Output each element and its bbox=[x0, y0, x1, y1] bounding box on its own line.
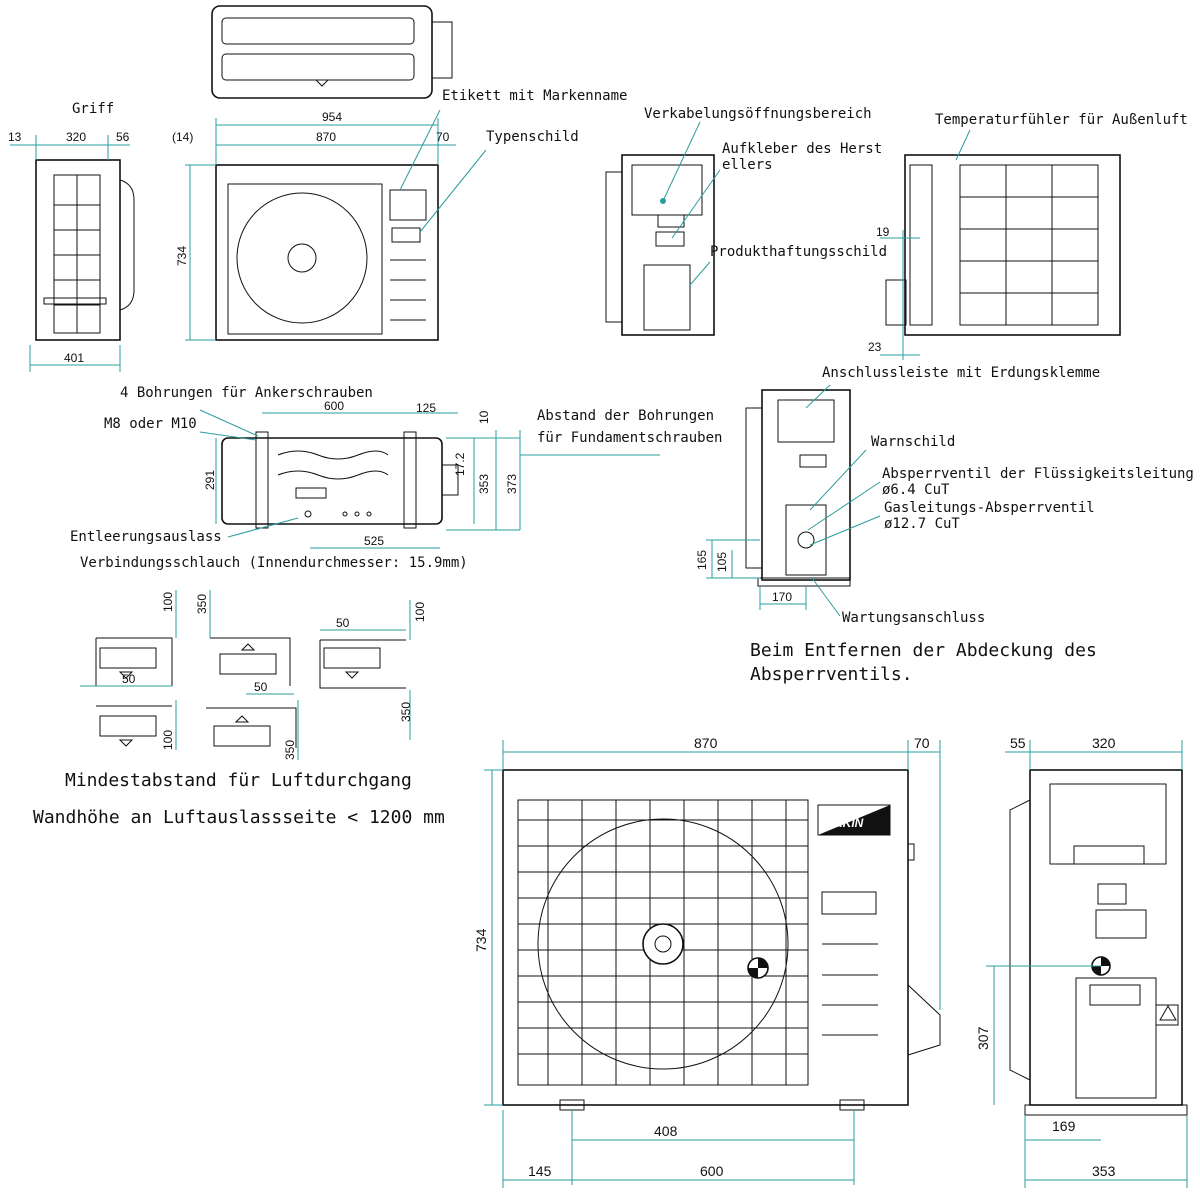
label-entleerung: Entleerungsauslass bbox=[70, 529, 222, 545]
label-schlauch: Verbindungsschlauch (Innendurchmesser: 1… bbox=[80, 555, 468, 571]
front-small-dimensions bbox=[185, 118, 456, 341]
label-mindest: Mindestabstand für Luftdurchgang bbox=[65, 770, 412, 791]
dim-14: (14) bbox=[172, 130, 193, 144]
label-wandhoehe: Wandhöhe an Luftauslassseite < 1200 mm bbox=[33, 807, 445, 828]
label-warnschild: Warnschild bbox=[871, 434, 955, 450]
label-abstand-2: für Fundamentschrauben bbox=[537, 430, 722, 446]
dim-408: 408 bbox=[654, 1123, 678, 1139]
dim-23: 23 bbox=[868, 340, 882, 354]
front-view-small bbox=[215, 164, 439, 341]
dim-56: 56 bbox=[116, 130, 130, 144]
clear-350-c: 350 bbox=[283, 740, 297, 760]
dim-320-left: 320 bbox=[66, 130, 86, 144]
clear-100-a: 100 bbox=[161, 592, 175, 612]
label-phi64: ø6.4 CuT bbox=[882, 482, 950, 498]
label-griff: Griff bbox=[72, 101, 114, 117]
label-typenschild: Typenschild bbox=[486, 129, 579, 145]
dim-70-small: 70 bbox=[436, 130, 450, 144]
label-beim-2: Absperrventils. bbox=[750, 664, 913, 685]
fan-grille bbox=[518, 800, 808, 1085]
dim-525: 525 bbox=[364, 534, 384, 548]
dim-734-large: 734 bbox=[473, 928, 489, 952]
dim-55: 55 bbox=[1010, 735, 1026, 751]
dim-600-large: 600 bbox=[700, 1163, 724, 1179]
clear-350-b: 350 bbox=[399, 702, 413, 722]
clear-50-b: 50 bbox=[122, 672, 136, 686]
right-side-dimensions bbox=[880, 230, 920, 360]
dim-105: 105 bbox=[715, 552, 729, 572]
dim-870-small: 870 bbox=[316, 130, 336, 144]
dim-307: 307 bbox=[975, 1026, 991, 1050]
label-gas: Gasleitungs-Absperrventil bbox=[884, 500, 1095, 516]
clearance-diagrams bbox=[80, 590, 411, 760]
clear-100-b: 100 bbox=[413, 602, 427, 622]
clear-50-c: 50 bbox=[254, 680, 268, 694]
dim-373: 373 bbox=[505, 474, 519, 494]
dim-734-small: 734 bbox=[175, 246, 189, 266]
label-verkabelung: Verkabelungsöffnungsbereich bbox=[644, 106, 872, 122]
label-abstand-1: Abstand der Bohrungen bbox=[537, 408, 714, 424]
label-beim-1: Beim Entfernen der Abdeckung des bbox=[750, 640, 1097, 661]
dim-125: 125 bbox=[416, 401, 436, 415]
dim-169: 169 bbox=[1052, 1118, 1076, 1134]
base-view bbox=[221, 431, 459, 529]
base-dimensions bbox=[215, 412, 660, 549]
label-anschlussleiste: Anschlussleiste mit Erdungsklemme bbox=[822, 365, 1100, 381]
label-m8: M8 oder M10 bbox=[104, 416, 197, 432]
dim-870-large: 870 bbox=[694, 735, 718, 751]
dim-353-base: 353 bbox=[477, 474, 491, 494]
left-side-dimensions bbox=[10, 135, 130, 372]
dim-17-2: 17.2 bbox=[453, 452, 467, 476]
front-view-large: DAIKIN bbox=[502, 769, 941, 1111]
label-phi127: ø12.7 CuT bbox=[884, 516, 960, 532]
dim-170: 170 bbox=[772, 590, 792, 604]
dim-600-base: 600 bbox=[324, 399, 344, 413]
label-produkthaftung: Produkthaftungsschild bbox=[710, 244, 887, 260]
clear-350-a: 350 bbox=[195, 594, 209, 614]
label-temperatur: Temperaturfühler für Außenluft bbox=[935, 112, 1188, 128]
rear-view-small bbox=[605, 154, 715, 336]
dim-10: 10 bbox=[477, 410, 491, 424]
clear-50-a: 50 bbox=[336, 616, 350, 630]
right-side-view bbox=[885, 154, 1121, 336]
dim-165: 165 bbox=[695, 550, 709, 570]
label-wartung: Wartungsanschluss bbox=[842, 610, 985, 626]
label-aufkleber-1: Aufkleber des Herst bbox=[722, 141, 882, 157]
dim-320-large: 320 bbox=[1092, 735, 1116, 751]
label-etikett: Etikett mit Markenname bbox=[442, 88, 627, 104]
dim-353-large: 353 bbox=[1092, 1163, 1116, 1179]
valve-detail-view bbox=[745, 389, 851, 587]
dim-145: 145 bbox=[528, 1163, 552, 1179]
dim-70-large: 70 bbox=[914, 735, 930, 751]
label-absperr-fl: Absperrventil der Flüssigkeitsleitung bbox=[882, 466, 1194, 482]
front-large-dimensions bbox=[484, 740, 941, 1188]
valve-dimensions bbox=[706, 539, 807, 610]
dim-19: 19 bbox=[876, 225, 890, 239]
label-aufkleber-2: ellers bbox=[722, 157, 773, 173]
dim-401: 401 bbox=[64, 351, 84, 365]
dim-13: 13 bbox=[8, 130, 22, 144]
left-side-view bbox=[35, 159, 135, 341]
side-large-dimensions bbox=[986, 740, 1188, 1188]
side-view-large bbox=[1009, 769, 1188, 1116]
dim-291: 291 bbox=[203, 470, 217, 490]
label-bohrungen: 4 Bohrungen für Ankerschrauben bbox=[120, 385, 373, 401]
brand-logo: DAIKIN bbox=[822, 816, 864, 830]
top-view bbox=[211, 5, 453, 99]
clear-100-c: 100 bbox=[161, 730, 175, 750]
dim-954: 954 bbox=[322, 110, 342, 124]
